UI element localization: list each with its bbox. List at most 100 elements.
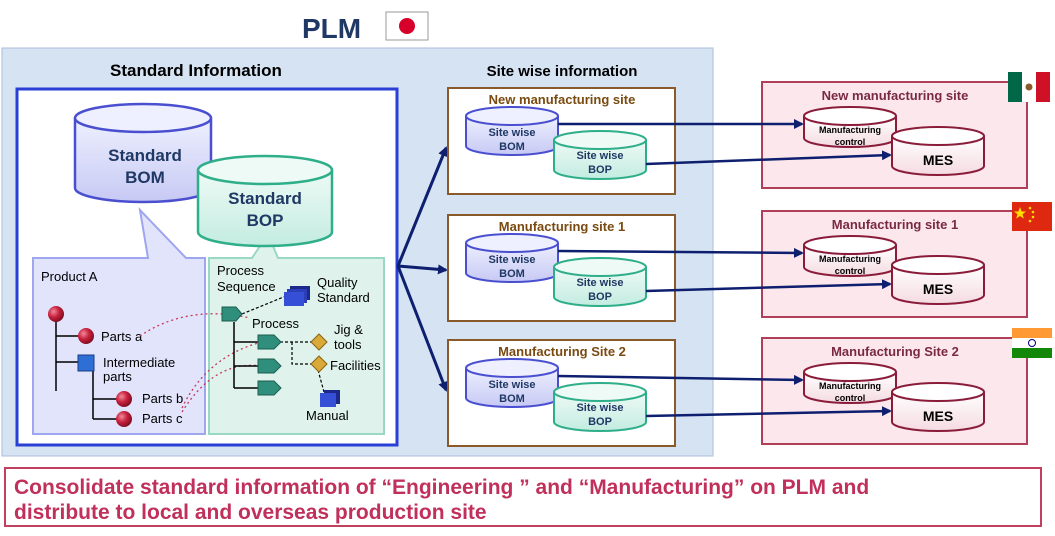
parts-c-label: Parts c xyxy=(142,411,183,426)
local-site-box-2: Manufacturing site 1 Manufacturing control… xyxy=(557,210,1028,318)
manual-icon xyxy=(320,390,340,407)
site-bom-label-1: Site wise xyxy=(488,127,535,139)
site-wise-bop-cylinder xyxy=(553,130,647,180)
process-sequence-step xyxy=(221,306,243,322)
facilities-label: Facilities xyxy=(330,358,381,373)
site-bom-label-2: BOM xyxy=(499,393,525,405)
site-wise-bom-cylinder xyxy=(465,106,559,156)
local-site-title: Manufacturing Site 2 xyxy=(831,344,959,359)
site-bop-label-2: BOP xyxy=(588,291,612,303)
site-wise-bop-cylinder xyxy=(553,257,647,307)
quality-standard-icon xyxy=(284,286,310,306)
standard-bop-label-2: BOP xyxy=(247,211,284,230)
caption-line-2: distribute to local and overseas product… xyxy=(14,501,487,524)
process-tree-lines xyxy=(233,322,258,389)
standard-bom-cylinder xyxy=(73,102,213,204)
process-step-1 xyxy=(257,334,282,350)
local-site-box-1: New manufacturing siteManufacturingcontr… xyxy=(558,81,1028,189)
site-bom-label-2: BOM xyxy=(499,141,525,153)
bop-to-mes-arrow xyxy=(645,406,892,418)
manufacturing-control-cylinder xyxy=(803,106,897,148)
japan-flag xyxy=(385,11,429,41)
parts-b-label: Parts b xyxy=(142,391,183,406)
process-steps xyxy=(221,306,282,396)
site-title: New manufacturing site xyxy=(489,92,636,107)
control-label-2: control xyxy=(835,266,866,276)
bop-to-mes-arrow xyxy=(645,279,892,293)
caption-text: Consolidate standard information of “Eng… xyxy=(14,475,1038,525)
manual-label: Manual xyxy=(306,408,349,423)
site-bop-label-1: Site wise xyxy=(576,150,623,162)
bom-to-control-arrow xyxy=(557,374,804,385)
process-step-3 xyxy=(257,380,282,396)
standard-bom-label-1: Standard xyxy=(108,146,182,165)
parts-a-node xyxy=(78,328,94,344)
local-site-box-3: Manufacturing Site 2 Manufacturing control… xyxy=(557,337,1028,445)
mes-cylinder xyxy=(891,126,985,176)
quality-label-2: Standard xyxy=(317,290,370,305)
process-label: Process xyxy=(252,316,299,331)
bop-to-mes-arrow xyxy=(645,150,892,166)
product-a-node xyxy=(48,306,64,322)
jig-label-1: Jig & xyxy=(334,322,363,337)
manufacturing-control-cylinder xyxy=(803,362,897,404)
parts-b-node xyxy=(116,391,132,407)
mes-label: MES xyxy=(923,281,953,297)
mes-label: MES xyxy=(923,408,953,424)
site-bom-label-2: BOM xyxy=(499,268,525,280)
site-bom-label-1: Site wise xyxy=(488,379,535,391)
local-site-title: Manufacturing site 1 xyxy=(832,217,958,232)
control-label-1: Manufacturing xyxy=(819,254,881,264)
mes-cylinder xyxy=(891,255,985,305)
site-wise-bop-cylinder xyxy=(553,382,647,432)
local-site-title: New manufacturing site xyxy=(822,88,969,103)
india-flag xyxy=(1012,328,1052,358)
site-bop-label-2: BOP xyxy=(588,164,612,176)
process-sequence-label-1: Process xyxy=(217,263,264,278)
site-title: Manufacturing site 1 xyxy=(499,219,625,234)
standard-bop-cylinder xyxy=(196,154,334,248)
standard-heading: Standard Information xyxy=(110,61,282,80)
process-dashed-lines xyxy=(241,295,325,393)
product-callout xyxy=(32,206,206,435)
process-step-2 xyxy=(257,358,282,374)
site-bom-label-1: Site wise xyxy=(488,254,535,266)
china-flag xyxy=(1012,202,1052,231)
parts-a-label: Parts a xyxy=(101,329,143,344)
site-bop-label-2: BOP xyxy=(588,416,612,428)
association-lines xyxy=(139,313,263,413)
standard-bom-label-2: BOM xyxy=(125,168,165,187)
mes-label: MES xyxy=(923,152,953,168)
intermediate-parts-node xyxy=(77,354,95,372)
site-bop-label-1: Site wise xyxy=(576,277,623,289)
quality-label-1: Quality xyxy=(317,275,358,290)
jig-label-2: tools xyxy=(334,337,362,352)
standard-bop-label-1: Standard xyxy=(228,189,302,208)
mexico-flag xyxy=(1008,72,1050,102)
distribution-arrows xyxy=(396,146,448,392)
bom-to-control-arrow xyxy=(557,247,804,258)
caption-box: Consolidate standard information of “Eng… xyxy=(4,467,1042,527)
plm-title: PLM xyxy=(302,13,361,44)
control-label-1: Manufacturing xyxy=(819,125,881,135)
site-bop-label-1: Site wise xyxy=(576,402,623,414)
facilities-icon xyxy=(310,355,328,373)
process-callout xyxy=(208,231,385,435)
parts-c-node xyxy=(116,411,132,427)
mes-cylinder xyxy=(891,382,985,432)
manufacturing-control-cylinder xyxy=(803,235,897,277)
process-sequence-label-2: Sequence xyxy=(217,279,276,294)
site-wise-bom-cylinder xyxy=(465,233,559,283)
site-wise-heading: Site wise information xyxy=(487,63,638,80)
intermediate-label-1: Intermediate xyxy=(103,355,175,370)
jig-tools-icon xyxy=(310,333,328,351)
intermediate-label-2: parts xyxy=(103,369,132,384)
site-title: Manufacturing Site 2 xyxy=(498,344,626,359)
control-label-1: Manufacturing xyxy=(819,381,881,391)
control-label-2: control xyxy=(835,393,866,403)
site-wise-bom-cylinder xyxy=(465,358,559,408)
